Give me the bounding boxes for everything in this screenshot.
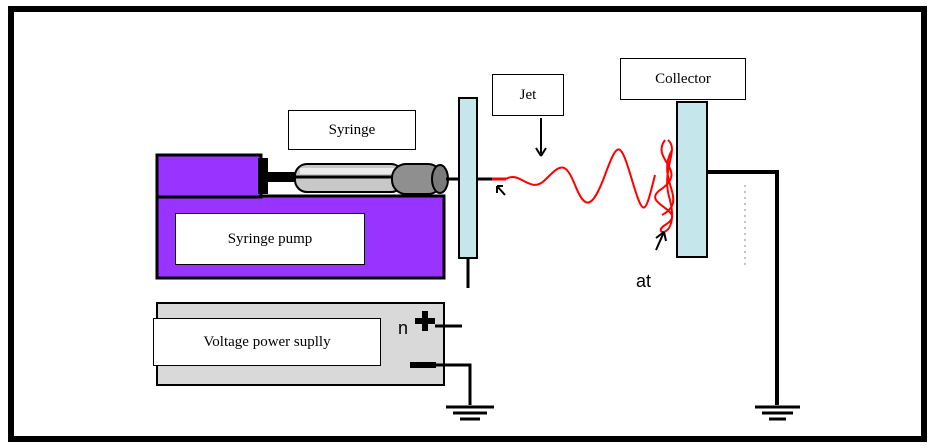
minus-terminal [410, 362, 436, 368]
syringe-pump-label: Syringe pump [175, 213, 365, 265]
collector-plate [676, 101, 708, 258]
minus-wire [436, 363, 472, 405]
fragment-at: at [636, 271, 652, 291]
collector-label: Collector [620, 58, 746, 100]
voltage-supply-label: Voltage power suplly [153, 318, 381, 366]
jet-arrow [535, 118, 547, 157]
jet-path [505, 148, 656, 209]
pump-top-block [155, 153, 263, 199]
pump-clamp [258, 158, 268, 194]
plus-terminal-v [422, 311, 428, 331]
jet-label: Jet [492, 74, 564, 116]
white-mask [478, 184, 542, 284]
mat-arrow [655, 231, 667, 251]
small-arrow [496, 185, 506, 196]
fiber-mat [654, 139, 675, 234]
spinneret-plate [458, 97, 478, 259]
syringe-tip-end [431, 164, 449, 194]
syringe-barrel-highlight [300, 168, 395, 174]
syringe-label: Syringe [288, 110, 416, 150]
fragment-n: n [398, 318, 409, 338]
